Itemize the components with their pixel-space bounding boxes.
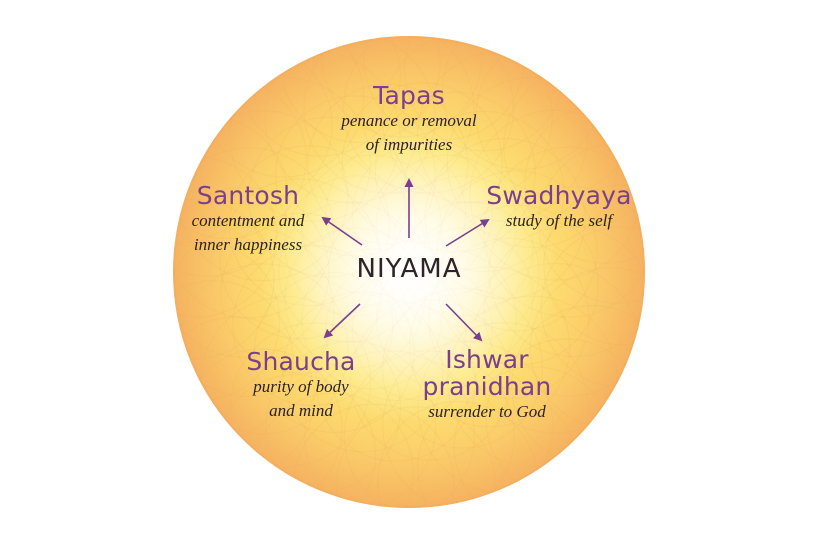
node-santosh: Santosh contentment and inner happiness bbox=[168, 182, 328, 257]
node-description: penance or removal bbox=[341, 111, 477, 130]
node-shaucha: Shaucha purity of body and mind bbox=[226, 348, 376, 423]
node-name: Tapas bbox=[373, 81, 445, 110]
arrow-to-swadhyaya bbox=[445, 218, 490, 247]
node-description: study of the self bbox=[505, 211, 613, 230]
arrows bbox=[321, 178, 490, 342]
node-swadhyaya: Swadhyaya study of the self bbox=[484, 182, 634, 233]
arrow-to-shaucha bbox=[323, 303, 361, 339]
node-tapas: Tapas penance or removal of impurities bbox=[314, 82, 504, 157]
node-description: contentment and bbox=[191, 211, 305, 230]
sphere-center-glow bbox=[259, 122, 559, 422]
node-description: inner happiness bbox=[193, 235, 303, 254]
node-name: Swadhyaya bbox=[486, 181, 632, 210]
node-name: Shaucha bbox=[246, 347, 356, 376]
node-name: Ishwar bbox=[445, 345, 529, 374]
node-description: purity of body bbox=[253, 377, 349, 396]
arrow-to-ishwar bbox=[445, 303, 483, 342]
arrow-to-santosh bbox=[321, 216, 363, 246]
node-description: and mind bbox=[269, 401, 333, 420]
node-ishwar-pranidhan: Ishwar pranidhan surrender to God bbox=[412, 346, 562, 424]
center-label-niyama: NIYAMA bbox=[356, 254, 462, 284]
node-name: Santosh bbox=[196, 181, 300, 210]
node-name: pranidhan bbox=[422, 372, 552, 401]
node-description: of impurities bbox=[365, 135, 453, 154]
sphere-rim bbox=[173, 36, 645, 508]
node-description: surrender to God bbox=[428, 402, 546, 421]
